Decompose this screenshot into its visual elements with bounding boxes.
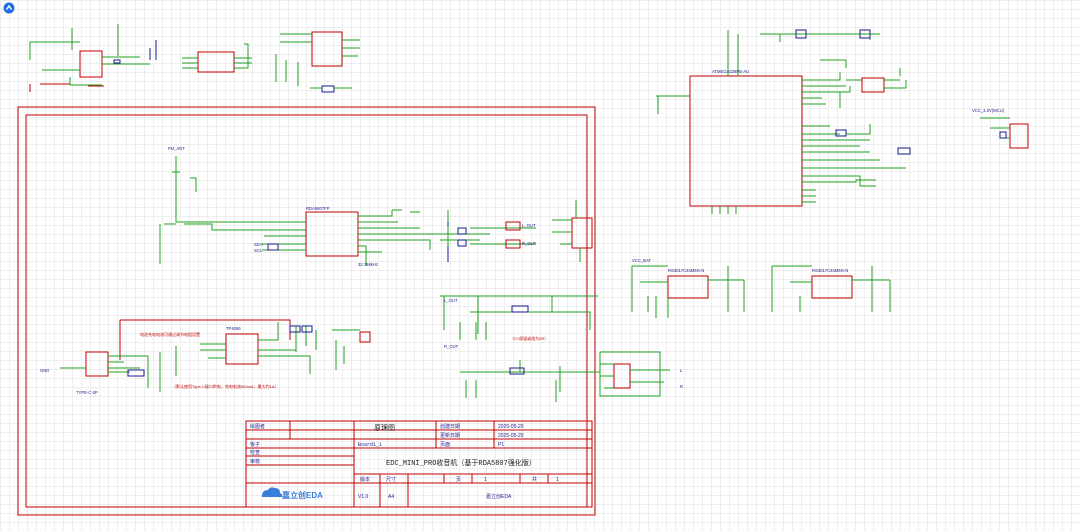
- xtal-label: 32.768kHz: [358, 262, 378, 267]
- tb-of-value: 1: [556, 477, 559, 483]
- gnd-label: GND: [40, 368, 49, 373]
- tb-reviewer-label: 审核: [250, 458, 260, 465]
- r-out-amp-label: R_OUT: [444, 344, 459, 349]
- headphone-jack: [552, 200, 593, 262]
- tb-sheet-label: 页: [456, 477, 461, 483]
- l-out-label: L_OUT: [522, 223, 536, 228]
- tb-doc-type: 原理图: [374, 424, 395, 432]
- note-charge: 电池充电电流可通过调节电阻设置: [140, 331, 200, 337]
- tb-size-label: 尺寸: [386, 476, 396, 483]
- tb-version-label: 版本: [360, 476, 370, 483]
- amplifier-block: [440, 295, 670, 402]
- logo-text: 嘉立创EDA: [281, 490, 323, 500]
- tb-designer-label: 检查: [250, 449, 260, 456]
- ldo2-label: RS3017C33M5G-N: [812, 268, 848, 273]
- scl-label: SCL: [254, 248, 263, 253]
- ldo-block-2: [771, 265, 891, 312]
- spk-l-label: L: [680, 368, 683, 373]
- ldo1-label: RS3017C33M5G-N: [668, 268, 704, 273]
- lceda-logo: 嘉立创EDA: [261, 487, 323, 500]
- tb-drawn-by-label: 绘图者: [250, 423, 265, 430]
- note-usb: （默认使用Type-C接口供电，充电电流500mA，最大约1A）: [172, 383, 278, 389]
- frame-outer: [17, 106, 596, 516]
- usb-label: TYPE-C 6P: [76, 390, 98, 395]
- tb-page-label: 页面: [440, 442, 450, 448]
- schematic-icon: [3, 2, 15, 14]
- tb-update-value: 2025-05-20: [498, 433, 524, 439]
- r-out-label: R_OUT: [522, 241, 537, 246]
- charge-circuit: [60, 319, 371, 392]
- tb-create-value: 2025-05-20: [498, 424, 524, 430]
- note-cap: （C1保留或改为0R）: [510, 335, 548, 341]
- tb-board-value: Board1_1: [358, 442, 382, 448]
- charge-ic-label: TP4056: [226, 326, 241, 331]
- top-connector: [275, 31, 360, 93]
- mcu-atmega328pb: [656, 29, 911, 214]
- tb-page-value: P1: [498, 442, 504, 448]
- mcu-label: ATMEGA328PB-AU: [712, 69, 749, 74]
- vccbat-label: VCC_BAT: [632, 258, 651, 263]
- switch-ic: [182, 43, 252, 73]
- tb-version-value: V1.0: [358, 494, 369, 500]
- tb-size-value: A4: [388, 494, 394, 500]
- tb-sheet-value: 1: [484, 477, 487, 483]
- ldo-block-1: [631, 265, 745, 318]
- tb-update-label: 更新日期: [440, 432, 460, 439]
- tb-board-label: 板子: [250, 441, 260, 448]
- rda-label: RDA5807FP: [306, 206, 330, 211]
- vcc33-label: VCC_3.3V(MCU): [972, 108, 1005, 113]
- tb-company: 嘉立创EDA: [486, 493, 512, 500]
- l-out-amp-label: L_OUT: [444, 298, 458, 303]
- spk-r-label: R: [680, 384, 683, 389]
- title-block-lines: [245, 420, 593, 508]
- tb-of-label: 共: [532, 476, 537, 483]
- tb-create-label: 创建日期: [440, 423, 460, 430]
- battery-switch-block: [29, 24, 157, 92]
- tb-project-title: EDC_MINI_PRO收音机（基于RDA5807强化版）: [386, 458, 536, 468]
- prog-header: [980, 117, 1029, 149]
- rda5807-block: [159, 156, 536, 266]
- sda-label: SDA: [254, 242, 263, 247]
- fm-ant-label: FM_ANT: [168, 146, 185, 151]
